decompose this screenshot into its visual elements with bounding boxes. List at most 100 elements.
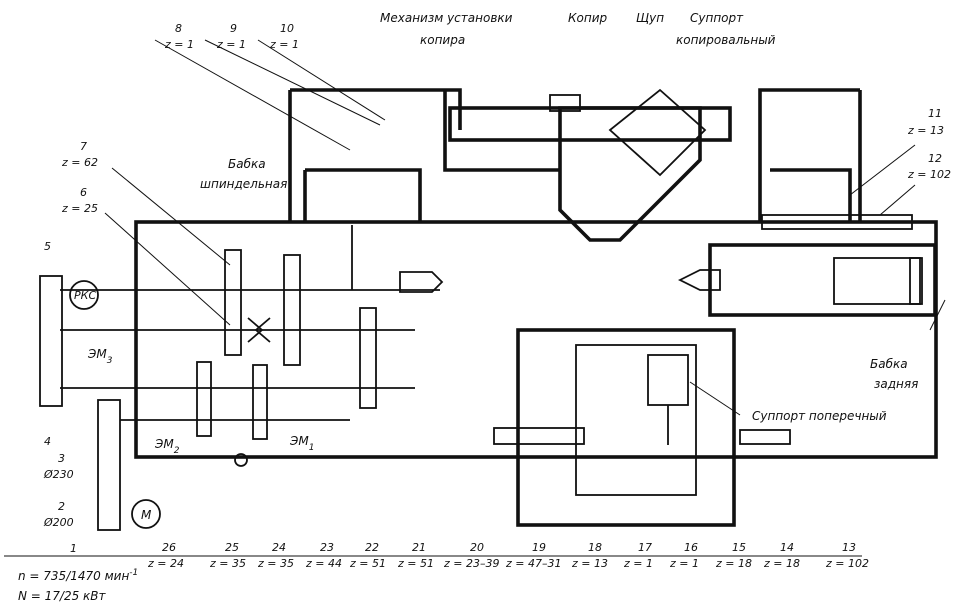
part-z-25: z = 35	[209, 557, 246, 570]
part-z-26: z = 24	[147, 557, 184, 570]
label-shchup: Щуп	[636, 11, 664, 25]
gear-19-20	[359, 307, 377, 409]
copy-template	[549, 94, 581, 112]
pulley-4-5	[39, 275, 63, 407]
label-tail: Бабка	[870, 357, 908, 371]
part-z-21: z = 51	[397, 557, 434, 570]
part-z-7: z = 62	[61, 156, 98, 169]
part-num-16: 16	[684, 541, 698, 554]
bottom-parts: 26 z = 24 25 z = 35 24 z = 35 23 z = 44 …	[147, 541, 869, 570]
label-cross-support: Суппорт поперечный	[752, 409, 887, 423]
rks-circle	[69, 280, 99, 310]
probe-housing	[608, 88, 707, 177]
part-num-6: 6	[80, 186, 87, 199]
leader-cross	[689, 381, 741, 416]
label-em3: ЭМ3	[87, 347, 113, 366]
rack-13	[739, 429, 791, 445]
motor-power: N = 17/25 кВт	[18, 589, 107, 603]
leader-8	[154, 39, 351, 151]
part-z-8: z = 1	[164, 38, 194, 51]
tail-center	[677, 269, 721, 291]
leader-6	[104, 212, 231, 326]
part-num-20: 20	[470, 541, 484, 554]
clutch-left	[247, 317, 264, 343]
part-z-24: z = 35	[257, 557, 294, 570]
copy-bar	[448, 106, 732, 142]
pulley-2-3	[97, 399, 121, 531]
label-mech-copy: Механизм установки	[380, 11, 513, 25]
tailstock-cylinder	[833, 257, 921, 305]
part-num-7: 7	[80, 140, 87, 153]
part-z-23: z = 44	[305, 557, 342, 570]
part-z-19: z = 47–31	[505, 557, 561, 570]
clutch-right	[254, 317, 271, 343]
part-num-8: 8	[175, 22, 182, 35]
part-z-3: Ø230	[43, 468, 74, 481]
part-num-21: 21	[412, 541, 426, 554]
label-spindle: Бабка	[228, 157, 266, 171]
leader-7	[111, 167, 231, 266]
copy-mechanism-frame-right	[758, 88, 862, 222]
machine-bed-frame	[134, 220, 938, 459]
part-num-3: 3	[58, 452, 65, 465]
rack-left	[493, 427, 585, 445]
label-kopir: Копир	[568, 11, 608, 25]
part-z-22: z = 51	[349, 557, 386, 570]
copy-mechanism-frame-left	[288, 88, 560, 222]
cross-cylinder	[647, 354, 689, 406]
part-z-6: z = 25	[61, 202, 98, 215]
part-num-17: 17	[638, 541, 652, 554]
label-mech-copy-2: копира	[420, 33, 465, 47]
part-z-14: z = 18	[763, 557, 800, 570]
leader-tail	[929, 299, 946, 331]
tailstock-piston	[909, 257, 923, 305]
part-num-24: 24	[272, 541, 286, 554]
part-num-13: 13	[842, 541, 856, 554]
part-num-12: 12	[928, 152, 942, 165]
label-em1: ЭМ1	[289, 434, 314, 453]
part-num-5: 5	[44, 240, 51, 253]
part-z-17: z = 1	[623, 557, 653, 570]
main-frames	[134, 88, 938, 527]
leader-10	[257, 39, 386, 121]
cross-support-inner	[575, 344, 697, 496]
part-z-18: z = 13	[571, 557, 608, 570]
spindle-center	[399, 271, 444, 293]
part-num-9: 9	[230, 22, 237, 35]
leader-11	[849, 144, 916, 196]
leader-12	[879, 184, 916, 216]
tailstock-body	[708, 243, 937, 317]
part-num-26: 26	[162, 541, 176, 554]
gear-21	[283, 254, 301, 366]
label-support-copy: Суппорт	[690, 11, 744, 25]
part-num-18: 18	[588, 541, 602, 554]
label-spindle-2: шпиндельная	[200, 177, 287, 191]
motor-speed: n = 735/1470 мин-1	[18, 568, 138, 583]
label-em2: ЭМ2	[154, 437, 180, 456]
part-num-22: 22	[365, 541, 379, 554]
label-support-copy-2: копировальный	[676, 33, 776, 47]
gear-7	[224, 249, 242, 356]
part-z-11: z = 13	[907, 124, 944, 137]
part-z-15: z = 18	[715, 557, 752, 570]
part-num-14: 14	[780, 541, 794, 554]
gear-24	[252, 364, 268, 440]
part-z-10: z = 1	[269, 38, 299, 51]
part-num-23: 23	[320, 541, 334, 554]
part-num-1: 1	[70, 542, 77, 555]
part-num-10: 10	[280, 22, 294, 35]
part-z-2: Ø200	[43, 516, 74, 529]
part-z-20: z = 23–39	[443, 557, 499, 570]
part-z-16: z = 1	[669, 557, 699, 570]
spindle-gears	[39, 225, 721, 531]
part-num-15: 15	[732, 541, 746, 554]
part-num-4: 4	[44, 435, 51, 448]
gear-25	[196, 361, 212, 437]
copy-support-body	[558, 106, 702, 242]
leader-9	[204, 39, 381, 126]
part-num-25: 25	[225, 541, 239, 554]
part-num-19: 19	[532, 541, 546, 554]
part-z-12: z = 102	[907, 168, 951, 181]
